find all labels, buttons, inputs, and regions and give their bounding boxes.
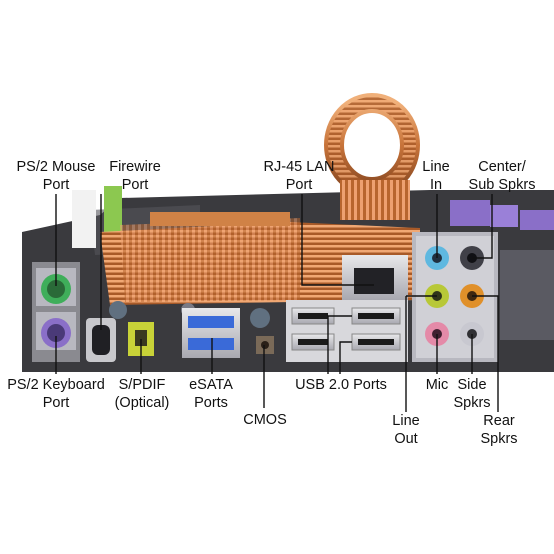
green-component <box>104 186 122 246</box>
label-spdif-optical: S/PDIF(Optical) <box>114 377 170 411</box>
esata-ports <box>182 308 240 358</box>
white-connector <box>72 190 96 248</box>
label-center-sub-spkrs: Center/Sub Spkrs <box>468 159 536 193</box>
leader-lines <box>55 194 499 412</box>
heatpipe-fins <box>340 180 410 220</box>
label-usb-ports: USB 2.0 Ports <box>295 377 387 393</box>
label-cmos: CMOS <box>243 412 287 428</box>
label-mic: Mic <box>425 377 449 393</box>
